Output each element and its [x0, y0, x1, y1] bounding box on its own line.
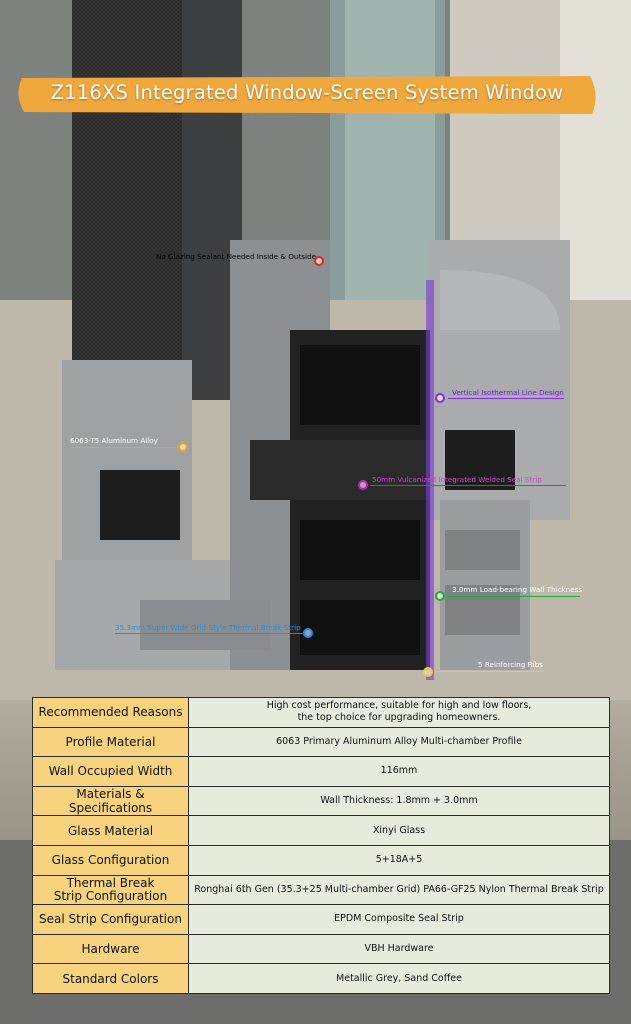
spec-value-line: High cost performance, suitable for high… [266, 700, 532, 712]
spec-table: Recommended Reasons High cost performanc… [32, 697, 610, 994]
spec-label: Recommended Reasons [32, 697, 189, 728]
callout-label: 35.3mm Super Wide Grid-Style Thermal Bre… [115, 623, 301, 632]
spec-value: Xinyi Glass [188, 815, 610, 846]
callout-line [370, 485, 566, 486]
table-row: Glass Material Xinyi Glass [32, 815, 610, 846]
table-row: Wall Occupied Width 116mm [32, 756, 610, 787]
table-row: Profile Material 6063 Primary Aluminum A… [32, 726, 610, 758]
table-row: Thermal Break Strip Configuration Rongha… [32, 874, 610, 906]
callout-line [448, 398, 564, 399]
spec-value: 116mm [188, 756, 610, 787]
spec-value-line: the top choice for upgrading homeowners. [297, 712, 501, 724]
table-row: Glass Configuration 5+18A+5 [32, 844, 610, 876]
title-banner: Z116XS Integrated Window-Screen System W… [14, 72, 600, 118]
marker-dot-icon [435, 393, 445, 403]
callout-label: 6063-T5 Aluminum Alloy [70, 436, 158, 445]
callout-line [70, 447, 178, 448]
spec-label-line: Strip Configuration [53, 888, 168, 903]
callout-line [448, 596, 580, 597]
spec-label: Wall Occupied Width [32, 756, 189, 787]
spec-value: 5+18A+5 [188, 844, 610, 876]
spec-label: Hardware [32, 933, 189, 965]
page-title: Z116XS Integrated Window-Screen System W… [50, 81, 564, 104]
spec-value: 6063 Primary Aluminum Alloy Multi-chambe… [188, 726, 610, 758]
spec-value: EPDM Composite Seal Strip [188, 904, 610, 935]
callout-line [115, 633, 303, 634]
table-row: Seal Strip Configuration EPDM Composite … [32, 904, 610, 935]
spec-value: VBH Hardware [188, 933, 610, 965]
spec-label: Thermal Break Strip Configuration [32, 874, 189, 906]
spec-label: Glass Configuration [32, 844, 189, 876]
marker-dot-icon [303, 628, 313, 638]
spec-label: Materials & Specifications [32, 785, 189, 817]
table-row: Materials & Specifications Wall Thicknes… [32, 785, 610, 817]
spec-label-line: Thermal Break [66, 875, 155, 890]
table-row: Recommended Reasons High cost performanc… [32, 697, 610, 728]
spec-value: Ronghai 6th Gen (35.3+25 Multi-chamber G… [188, 874, 610, 906]
marker-dot-icon [423, 667, 433, 677]
spec-value: Wall Thickness: 1.8mm + 3.0mm [188, 785, 610, 817]
marker-dot-icon [435, 591, 445, 601]
callout-label: 5 Reinforcing Ribs [478, 660, 543, 669]
callout-label: 50mm Vulcanized Integrated Welded Seal S… [372, 475, 542, 484]
spec-label: Glass Material [32, 815, 189, 846]
callout-label: No Glazing Sealant Needed Inside & Outsi… [156, 252, 317, 261]
spec-value: Metallic Grey, Sand Coffee [188, 963, 610, 994]
spec-label: Seal Strip Configuration [32, 904, 189, 935]
spec-label: Standard Colors [32, 963, 189, 994]
table-row: Hardware VBH Hardware [32, 933, 610, 965]
marker-dot-icon [358, 480, 368, 490]
table-row: Standard Colors Metallic Grey, Sand Coff… [32, 963, 610, 994]
callout-line [437, 671, 542, 672]
marker-dot-icon [178, 442, 188, 452]
spec-value: High cost performance, suitable for high… [188, 697, 610, 728]
marker-dot-icon [314, 256, 324, 266]
callout-label: 3.0mm Load-bearing Wall Thickness [452, 585, 583, 594]
callout-label: Vertical Isothermal Line Design [452, 388, 564, 397]
spec-label: Profile Material [32, 726, 189, 758]
banner-brush-shape [18, 76, 596, 114]
